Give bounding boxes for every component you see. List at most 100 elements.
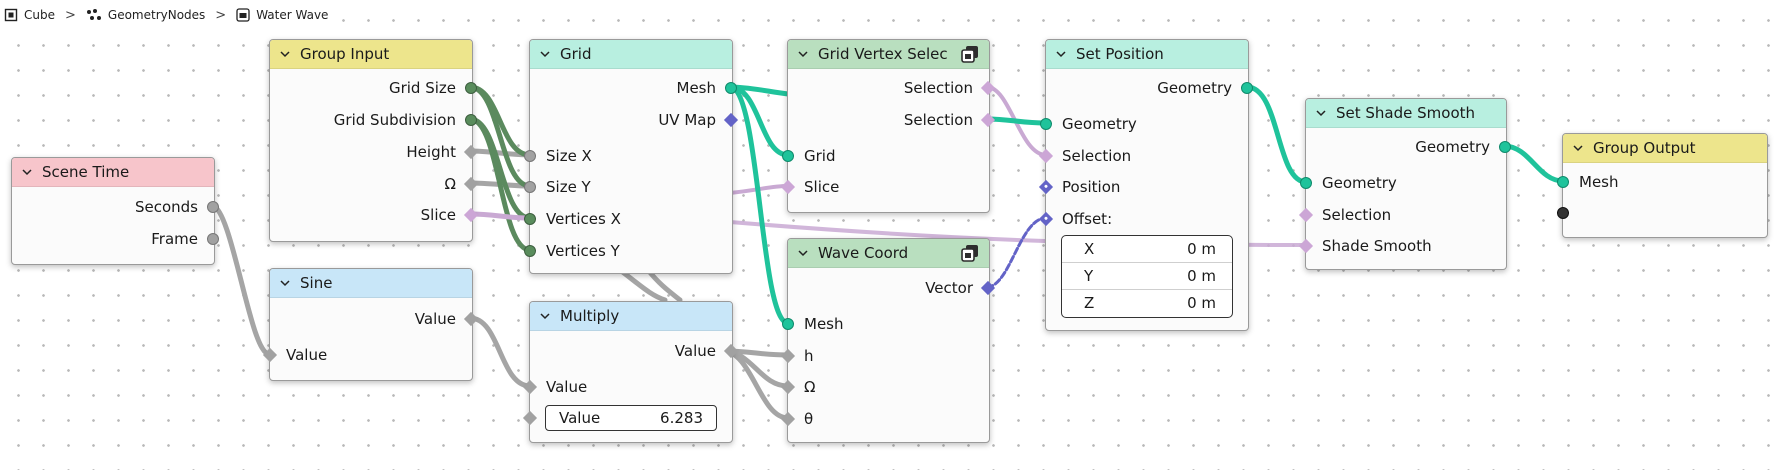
input-socket-slice[interactable] <box>780 179 796 195</box>
input-socket-selection[interactable] <box>1038 148 1054 164</box>
output-socket-mesh[interactable] <box>725 82 737 94</box>
chevron-down-icon[interactable] <box>539 310 551 322</box>
node-header[interactable]: Multiply <box>530 302 732 331</box>
offset-z-field[interactable]: Z 0 m <box>1062 290 1232 316</box>
input-socket-offset[interactable] <box>1038 211 1054 227</box>
node-header[interactable]: Group Input <box>270 40 472 69</box>
offset-y-value: 0 m <box>1187 267 1216 285</box>
chevron-right-icon: > <box>64 7 76 23</box>
output-socket-grid-size[interactable] <box>465 82 477 94</box>
node-header[interactable]: Set Shade Smooth <box>1306 99 1506 128</box>
chevron-down-icon[interactable] <box>279 277 291 289</box>
input-socket-value[interactable] <box>262 347 278 363</box>
input-socket-position[interactable] <box>1038 179 1054 195</box>
wave-coord-node[interactable]: Wave Coord Vector Mesh h Ω θ <box>780 238 996 443</box>
node-title: Set Position <box>1076 45 1164 63</box>
input-socket-geometry[interactable] <box>1300 177 1312 189</box>
input-socket-value-2[interactable] <box>522 410 538 426</box>
offset-vector-field[interactable]: X 0 m Y 0 m Z 0 m <box>1061 235 1233 318</box>
scene-time-node[interactable]: Scene Time Seconds Frame <box>11 157 219 265</box>
input-socket-size-y[interactable] <box>524 181 536 193</box>
output-socket-value[interactable] <box>463 311 479 327</box>
output-label-frame: Frame <box>151 230 198 248</box>
set-shade-smooth-node[interactable]: Set Shade Smooth Geometry Geometry Selec… <box>1298 98 1511 270</box>
input-socket-mesh[interactable] <box>782 318 794 330</box>
output-socket-geometry[interactable] <box>1241 82 1253 94</box>
input-socket-selection[interactable] <box>1298 207 1314 223</box>
node-title: Scene Time <box>42 163 130 181</box>
chevron-down-icon[interactable] <box>1572 142 1584 154</box>
output-socket-selection[interactable] <box>980 80 996 96</box>
chevron-down-icon[interactable] <box>539 48 551 60</box>
chevron-down-icon[interactable] <box>1055 48 1067 60</box>
input-socket-value[interactable] <box>522 379 538 395</box>
output-socket-omega[interactable] <box>463 176 479 192</box>
breadcrumb-modifier[interactable]: GeometryNodes <box>86 8 205 22</box>
multiply-node[interactable]: Multiply Value Value Value 6.283 <box>522 301 739 443</box>
node-header[interactable]: Set Position <box>1046 40 1248 69</box>
breadcrumb-object[interactable]: Cube <box>4 8 55 22</box>
chevron-down-icon[interactable] <box>797 48 809 60</box>
input-socket-theta[interactable] <box>780 411 796 427</box>
input-socket-geometry[interactable] <box>1040 118 1052 130</box>
input-socket-empty[interactable] <box>1557 207 1569 219</box>
output-socket-grid-subdivision[interactable] <box>465 114 477 126</box>
node-group-icon[interactable] <box>961 244 979 262</box>
node-header[interactable]: Wave Coord <box>788 239 989 268</box>
offset-x-field[interactable]: X 0 m <box>1062 236 1232 263</box>
grid-vertex-select-node[interactable]: Grid Vertex Selec Selection Selection Gr… <box>780 39 996 213</box>
group-input-node[interactable]: Group Input Grid Size Grid Subdivision H… <box>269 39 479 242</box>
node-header[interactable]: Sine <box>270 269 472 298</box>
input-label-mesh: Mesh <box>1579 173 1619 191</box>
output-socket-vector[interactable] <box>980 280 996 296</box>
output-socket-geometry[interactable] <box>1499 141 1511 153</box>
chevron-down-icon[interactable] <box>797 247 809 259</box>
input-socket-vertices-x[interactable] <box>524 213 536 225</box>
output-socket-seconds[interactable] <box>207 201 219 213</box>
node-header[interactable]: Grid Vertex Selec <box>788 40 989 69</box>
input-socket-mesh[interactable] <box>1557 176 1569 188</box>
group-output-node[interactable]: Group Output Mesh <box>1557 133 1768 238</box>
sine-node[interactable]: Sine Value Value <box>262 268 479 381</box>
value-field[interactable]: Value 6.283 <box>545 405 717 431</box>
output-label-height: Height <box>406 143 456 161</box>
link-mesh-to-gvs <box>727 84 791 158</box>
node-header[interactable]: Group Output <box>1563 134 1767 163</box>
output-socket-uv-map[interactable] <box>723 112 739 128</box>
link-mesh-to-wavecoord <box>727 84 791 326</box>
chevron-right-icon: > <box>215 7 227 23</box>
link-omega-to-sizey <box>467 180 533 189</box>
offset-y-field[interactable]: Y 0 m <box>1062 263 1232 290</box>
offset-z-value: 0 m <box>1187 294 1216 312</box>
input-socket-size-x[interactable] <box>524 150 536 162</box>
offset-x-label: X <box>1084 240 1095 258</box>
input-socket-shade-smooth[interactable] <box>1298 238 1314 254</box>
output-socket-value[interactable] <box>723 343 739 359</box>
output-socket-selection-2[interactable] <box>980 112 996 128</box>
output-label-grid-subdivision: Grid Subdivision <box>333 111 456 129</box>
input-label-value: Value <box>546 378 588 396</box>
input-socket-h[interactable] <box>780 348 796 364</box>
grid-node[interactable]: Grid Mesh UV Map Size X Size Y Vertices … <box>524 39 739 274</box>
chevron-down-icon[interactable] <box>1315 107 1327 119</box>
chevron-down-icon[interactable] <box>279 48 291 60</box>
link-sine-to-multiply <box>467 315 533 389</box>
link-subdiv-to-verty <box>467 116 533 253</box>
chevron-down-icon[interactable] <box>21 166 33 178</box>
link-height-to-sizex <box>467 148 533 158</box>
input-socket-omega[interactable] <box>780 379 796 395</box>
node-header[interactable]: Grid <box>530 40 732 69</box>
input-socket-grid[interactable] <box>782 150 794 162</box>
input-label-grid: Grid <box>804 147 836 165</box>
output-socket-slice[interactable] <box>463 207 479 223</box>
input-label-shade-smooth: Shade Smooth <box>1322 237 1432 255</box>
input-label-size-y: Size Y <box>546 178 591 196</box>
node-header[interactable]: Scene Time <box>12 158 214 187</box>
breadcrumb-node-group[interactable]: Water Wave <box>236 8 328 22</box>
node-group-icon[interactable] <box>961 45 979 63</box>
output-label-slice: Slice <box>420 206 456 224</box>
input-socket-vertices-y[interactable] <box>524 245 536 257</box>
output-socket-frame[interactable] <box>207 233 219 245</box>
output-socket-height[interactable] <box>463 144 479 160</box>
set-position-node[interactable]: Set Position Geometry Geometry Selection… <box>1038 39 1253 331</box>
